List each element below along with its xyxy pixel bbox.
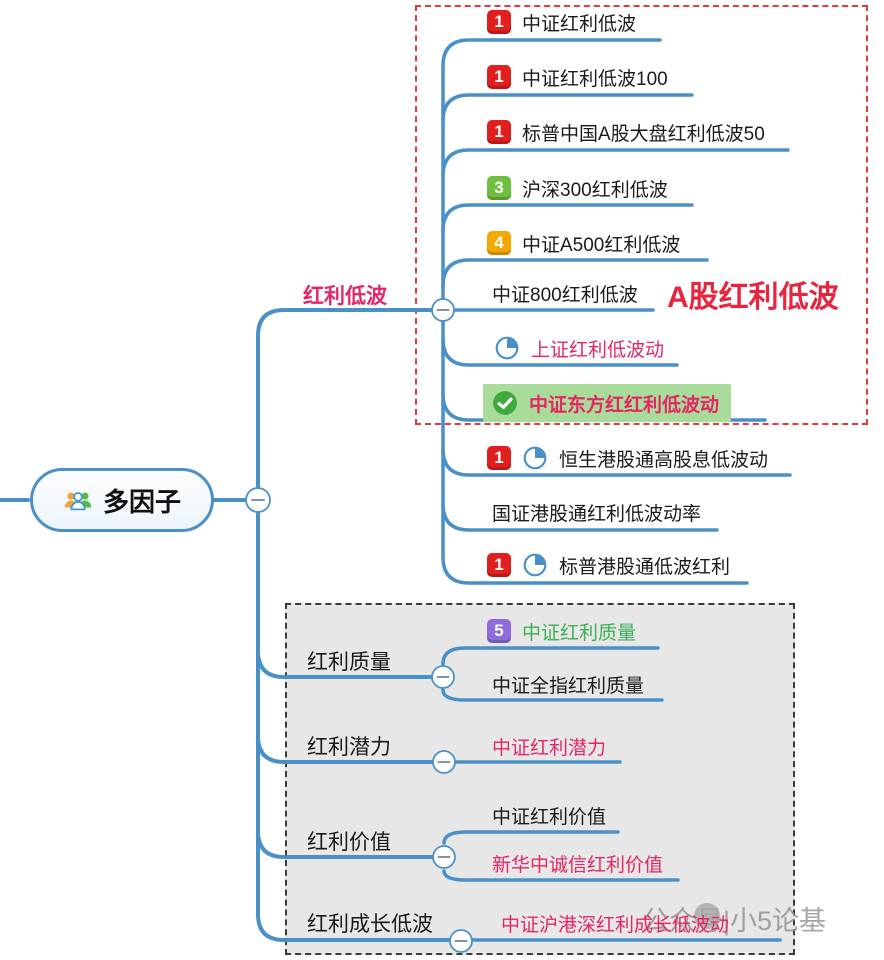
branch-value-label[interactable]: 红利价值 <box>307 831 391 854</box>
edge-item-11 <box>441 555 749 585</box>
collapse-button-value[interactable] <box>432 845 456 869</box>
node-zhongzheng-lowvol[interactable]: 1 中证红利低波 <box>487 5 636 39</box>
rank-badge: 4 <box>487 231 511 255</box>
collapse-button-lowvol[interactable] <box>431 298 455 322</box>
watermark: 公众号|小5论基 <box>642 899 826 938</box>
edge-quality-2 <box>441 688 664 702</box>
node-label: 中证红利质量 <box>522 622 637 644</box>
node-label: 中证全指红利质量 <box>492 675 645 697</box>
rank-badge: 1 <box>487 553 511 577</box>
pie-chart-icon <box>522 552 548 578</box>
node-label: 中证东方红红利低波动 <box>529 394 720 416</box>
node-label: 中证沪港深红利成长低波动 <box>501 914 730 936</box>
node-label: 中证红利低波 <box>522 13 637 35</box>
a-share-lowvol-region-box <box>415 5 868 425</box>
rank-badge: 1 <box>487 65 511 89</box>
edge-item-2 <box>441 93 694 123</box>
edge-growth <box>256 912 451 942</box>
node-label: 中证红利价值 <box>492 806 607 828</box>
node-label: 中证A500红利低波 <box>522 234 681 256</box>
rank-badge: 1 <box>487 120 511 144</box>
collapse-button-quality[interactable] <box>431 665 455 689</box>
root-label: 多因子 <box>102 486 181 517</box>
branch-quality-label[interactable]: 红利质量 <box>307 651 391 674</box>
edge-quality <box>256 649 434 679</box>
check-circle-icon <box>492 390 518 416</box>
node-zz-dividend-quality[interactable]: 5 中证红利质量 <box>487 614 636 648</box>
node-zz800-lowvol[interactable]: 中证800红利低波 <box>492 276 638 310</box>
node-label: 中证红利低波100 <box>522 68 668 90</box>
node-zz-dividend-potential[interactable]: 中证红利潜力 <box>492 729 606 763</box>
collapse-button-root[interactable] <box>245 487 271 513</box>
edge-value-2 <box>442 869 680 882</box>
edge-value <box>256 829 434 859</box>
node-sp-china-a-lowvol-50[interactable]: 1 标普中国A股大盘红利低波50 <box>487 115 765 149</box>
node-zz-dividend-value[interactable]: 中证红利价值 <box>492 798 606 832</box>
node-zz-allshare-quality[interactable]: 中证全指红利质量 <box>492 667 644 701</box>
node-xinhua-ccx-value[interactable]: 新华中诚信红利价值 <box>492 846 663 880</box>
node-hs300-lowvol[interactable]: 3 沪深300红利低波 <box>487 171 668 205</box>
root-node[interactable]: 多因子 <box>30 468 214 532</box>
node-label: 中证800红利低波 <box>492 284 638 306</box>
edge-item-5 <box>441 258 709 288</box>
collapse-button-potential[interactable] <box>432 750 456 774</box>
pie-chart-icon <box>494 335 520 361</box>
collapse-button-growth[interactable] <box>449 929 473 953</box>
node-zhongzheng-lowvol-100[interactable]: 1 中证红利低波100 <box>487 60 668 94</box>
node-label: 沪深300红利低波 <box>522 179 668 201</box>
node-sse-lowvol[interactable]: 上证红利低波动 <box>494 331 664 365</box>
watermark-text: 公众号|小5论基 <box>642 906 827 936</box>
edge-item-9 <box>441 447 792 477</box>
edge-item-7 <box>441 337 679 367</box>
node-guozheng-hk-lowvol[interactable]: 国证港股通红利低波动率 <box>492 495 701 529</box>
node-zz-hgt-growth-lowvol[interactable]: 中证沪港深红利成长低波动 <box>501 906 729 940</box>
edge-item-8 <box>441 392 767 422</box>
edge-value-1 <box>442 830 620 845</box>
other-factors-region-box <box>285 603 795 955</box>
node-label: 中证红利潜力 <box>492 737 607 759</box>
rank-badge: 1 <box>487 446 511 470</box>
edge-potential <box>256 734 434 764</box>
node-label: 新华中诚信红利价值 <box>492 854 664 876</box>
node-label: 恒生港股通高股息低波动 <box>559 449 769 471</box>
node-a500-lowvol[interactable]: 4 中证A500红利低波 <box>487 226 680 260</box>
rank-badge: 3 <box>487 176 511 200</box>
node-label: 标普中国A股大盘红利低波50 <box>522 123 765 145</box>
rank-badge: 1 <box>487 10 511 34</box>
edge-item-3 <box>441 148 790 178</box>
rank-badge: 5 <box>487 619 511 643</box>
node-hsi-hk-highdiv-lowvol[interactable]: 1 国证港股通红利低波动率 恒生港股通高股息低波动 <box>487 441 768 475</box>
edge-item-4 <box>441 203 694 233</box>
edge-quality-1 <box>441 646 660 666</box>
edge-lowvol <box>256 308 434 338</box>
branch-lowvol-label[interactable]: 红利低波 <box>303 285 387 308</box>
node-dongfanghong-lowvol[interactable]: 中证东方红红利低波动 <box>483 384 732 422</box>
node-sp-hk-lowvol-div[interactable]: 1 标普港股通低波红利 <box>487 548 730 582</box>
pie-chart-icon <box>522 445 548 471</box>
region-label-a-share-lowvol: A股红利低波 <box>667 281 839 314</box>
edge-item-1 <box>441 38 662 68</box>
node-label: 标普港股通低波红利 <box>559 556 731 578</box>
branch-growth-label[interactable]: 红利成长低波 <box>307 913 433 936</box>
watermark-logo <box>694 903 720 929</box>
node-label: 上证红利低波动 <box>531 339 665 361</box>
node-label: 国证港股通红利低波动率 <box>492 503 702 525</box>
edge-item-10 <box>441 502 719 532</box>
group-people-icon <box>63 487 93 514</box>
branch-potential-label[interactable]: 红利潜力 <box>307 736 391 759</box>
